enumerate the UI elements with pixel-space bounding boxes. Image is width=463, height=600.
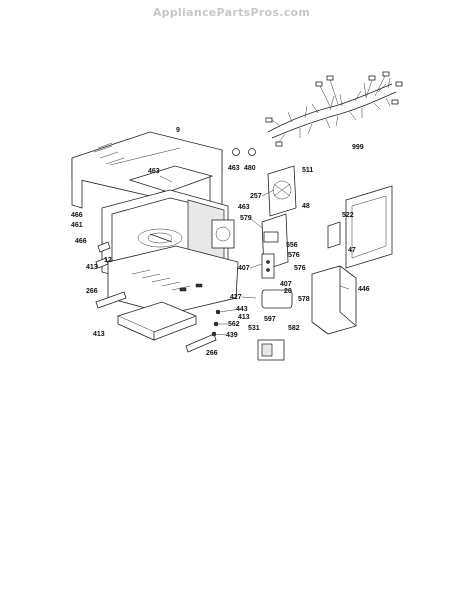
label-562: 562 (228, 321, 240, 328)
label-597: 597 (264, 316, 276, 323)
fasteners[interactable] (211, 309, 221, 337)
label-579: 579 (240, 215, 252, 222)
label-413: 413 (86, 264, 98, 271)
label-582: 582 (288, 325, 300, 332)
small-brackets[interactable] (95, 241, 111, 269)
label-463: 463 (148, 168, 160, 175)
label-463-c: 463 (238, 204, 250, 211)
site-watermark: AppliancePartsPros.com (152, 6, 311, 19)
small-clips[interactable] (232, 148, 256, 156)
interlock-switch[interactable] (261, 253, 275, 279)
capacitor[interactable] (261, 289, 293, 309)
label-47: 47 (348, 247, 356, 254)
right-rail[interactable] (185, 333, 217, 353)
label-12: 12 (104, 257, 112, 264)
back-panel[interactable] (327, 185, 393, 269)
left-rail[interactable] (95, 291, 127, 309)
label-463-b: 463 (228, 165, 240, 172)
fan-motor-assembly[interactable] (267, 165, 297, 217)
label-413-b: 413 (238, 314, 250, 321)
label-407: 407 (238, 265, 250, 272)
label-427: 427 (230, 294, 242, 301)
part-number-labels: 9 999 463 463 480 511 257 463 48 579 522… (71, 127, 370, 357)
label-446: 446 (358, 286, 370, 293)
label-413-c: 413 (93, 331, 105, 338)
label-576: 576 (288, 252, 300, 259)
grease-filter[interactable] (116, 301, 198, 341)
label-407-b: 407 (280, 281, 292, 288)
label-266: 266 (86, 288, 98, 295)
label-480: 480 (244, 165, 256, 172)
label-556: 556 (286, 242, 298, 249)
duct-cover[interactable] (311, 265, 357, 335)
label-443: 443 (236, 306, 248, 313)
label-999: 999 (352, 144, 364, 151)
leader-lines (105, 175, 350, 336)
label-531: 531 (248, 325, 260, 332)
top-cover-panel[interactable] (128, 165, 214, 193)
label-20: 20 (284, 288, 292, 295)
label-466-b: 466 (75, 238, 87, 245)
label-48: 48 (302, 203, 310, 210)
label-578: 578 (298, 296, 310, 303)
label-266-b: 266 (206, 350, 218, 357)
label-257: 257 (250, 193, 262, 200)
label-511: 511 (302, 167, 313, 174)
label-461: 461 (71, 222, 83, 229)
label-439: 439 (226, 332, 238, 339)
label-466: 466 (71, 212, 83, 219)
wire-harness[interactable] (265, 71, 403, 147)
transformer[interactable] (257, 339, 285, 361)
magnetron[interactable] (211, 219, 235, 249)
label-522: 522 (342, 212, 354, 219)
label-9: 9 (176, 127, 180, 134)
label-576-b: 576 (294, 265, 306, 272)
